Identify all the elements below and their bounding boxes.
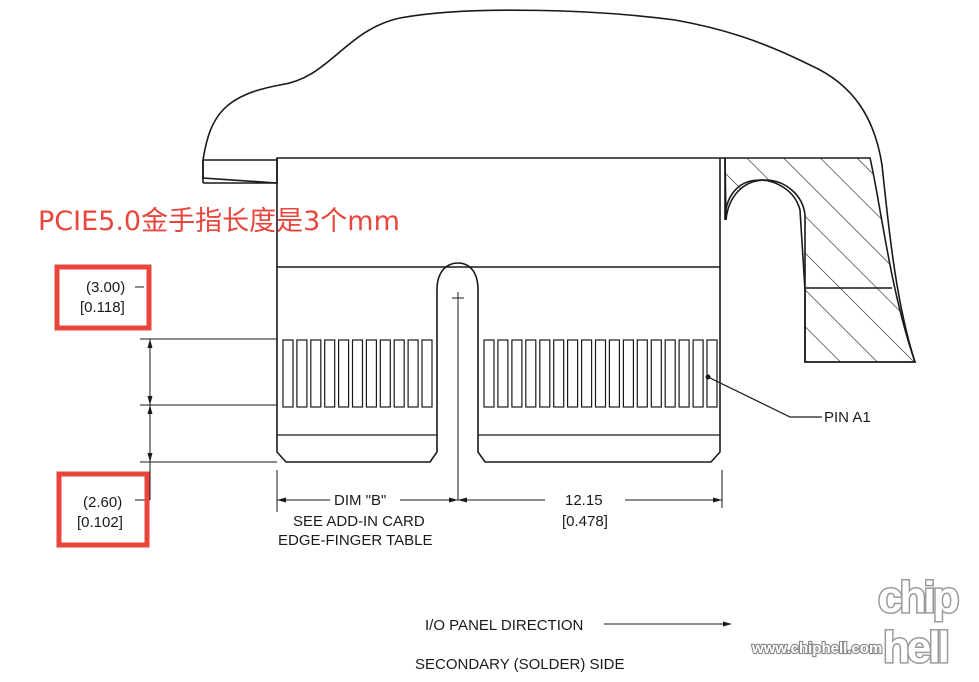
chiphell-watermark-logo: chip hell [877, 572, 964, 674]
gold-finger-pad [692, 339, 704, 408]
dim-top-mm: (3.00) [86, 279, 125, 296]
svg-text:hell: hell [883, 623, 948, 672]
gold-finger-pad [580, 339, 593, 408]
gold-finger-pads [282, 339, 718, 408]
pin-a1-leader [707, 376, 822, 418]
gold-finger-pad [421, 339, 433, 408]
hatched-section [724, 157, 917, 363]
dim-bottom-in: [0.102] [77, 514, 123, 531]
gold-finger-pad [407, 339, 419, 408]
dim-right-in: [0.478] [562, 513, 608, 530]
highlight-box-top [54, 264, 152, 331]
add-in-card-outline [276, 158, 721, 463]
gold-finger-pad [678, 339, 690, 408]
gold-finger-pad [525, 339, 537, 408]
gold-finger-pad [706, 339, 718, 408]
gold-finger-pad [539, 339, 551, 408]
gold-finger-pad [351, 339, 364, 408]
io-panel-label: I/O PANEL DIRECTION [425, 617, 583, 634]
annotation-note: PCIE5.0金手指长度是3个mm [38, 206, 400, 237]
gold-finger-pad [483, 339, 495, 408]
gold-finger-pad [296, 339, 308, 408]
gold-finger-pad [393, 339, 405, 408]
gold-finger-pad [650, 339, 662, 408]
gold-finger-pad [608, 339, 621, 408]
dim-b-note-line1: SEE ADD-IN CARD [293, 513, 425, 530]
dim-b-label: DIM "B" [334, 492, 386, 509]
dim-b-note-line2: EDGE-FINGER TABLE [278, 532, 432, 549]
gold-finger-pad [324, 339, 336, 408]
gold-finger-pad [511, 339, 523, 408]
vertical-dimension [135, 286, 277, 501]
io-panel-arrow-icon [723, 621, 732, 627]
gold-finger-pad [379, 339, 391, 408]
gold-finger-pad [365, 339, 377, 408]
gold-finger-pad [497, 339, 509, 408]
gold-finger-pad [622, 339, 635, 408]
gold-finger-pad [664, 339, 676, 408]
gold-finger-pad [310, 339, 322, 408]
gold-finger-pad [594, 339, 607, 408]
watermark-url: www.chiphell.com [751, 640, 882, 657]
dim-top-in: [0.118] [80, 299, 125, 316]
pin-a1-label: PIN A1 [824, 409, 871, 426]
dim-bottom-mm: (2.60) [83, 494, 122, 511]
connector-body-outline [202, 9, 917, 363]
side-label: SECONDARY (SOLDER) SIDE [415, 656, 625, 673]
gold-finger-pad [282, 339, 294, 408]
dim-right-mm: 12.15 [565, 492, 603, 509]
horizontal-dimension [276, 470, 723, 512]
gold-finger-pad [553, 339, 565, 408]
gold-finger-pad [338, 339, 350, 408]
gold-finger-pad [566, 339, 579, 408]
highlight-box-bottom [56, 471, 150, 548]
svg-text:chip: chip [878, 573, 959, 622]
gold-finger-pad [636, 339, 648, 408]
